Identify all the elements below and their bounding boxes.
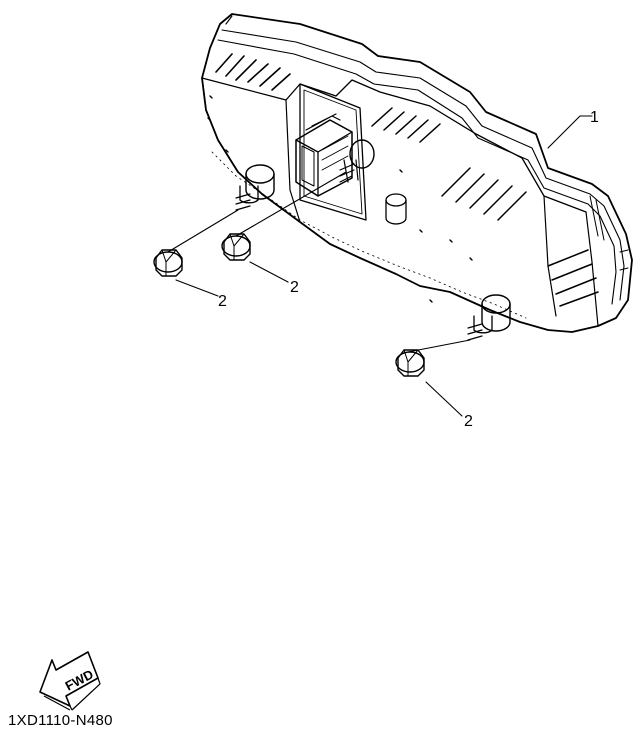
- assembly-line-left: [167, 209, 239, 253]
- wire-connector: [295, 113, 353, 197]
- fwd-arrow-icon: FWD: [39, 651, 101, 711]
- diagram-code: 1XD1110-N480: [8, 712, 113, 729]
- locating-boss: [385, 193, 407, 225]
- callout-2-right: 2: [464, 413, 473, 430]
- flange-nut-center: [221, 233, 251, 261]
- callout-2-center: 2: [290, 279, 299, 296]
- leader-line-2-center: [249, 261, 289, 283]
- leader-line-1: [547, 115, 593, 149]
- meter-assembly: [201, 13, 633, 333]
- callout-1: 1: [590, 109, 599, 126]
- flange-nut-left: [153, 249, 183, 277]
- leader-line-2-left: [175, 279, 219, 297]
- stud-left: [235, 164, 275, 211]
- assembly-line-center: [235, 171, 347, 237]
- stud-center: [339, 139, 375, 183]
- callout-2-left: 2: [218, 293, 227, 310]
- stud-right: [467, 294, 511, 341]
- flange-nut-right: [395, 349, 425, 377]
- leader-line-2-right: [425, 381, 463, 417]
